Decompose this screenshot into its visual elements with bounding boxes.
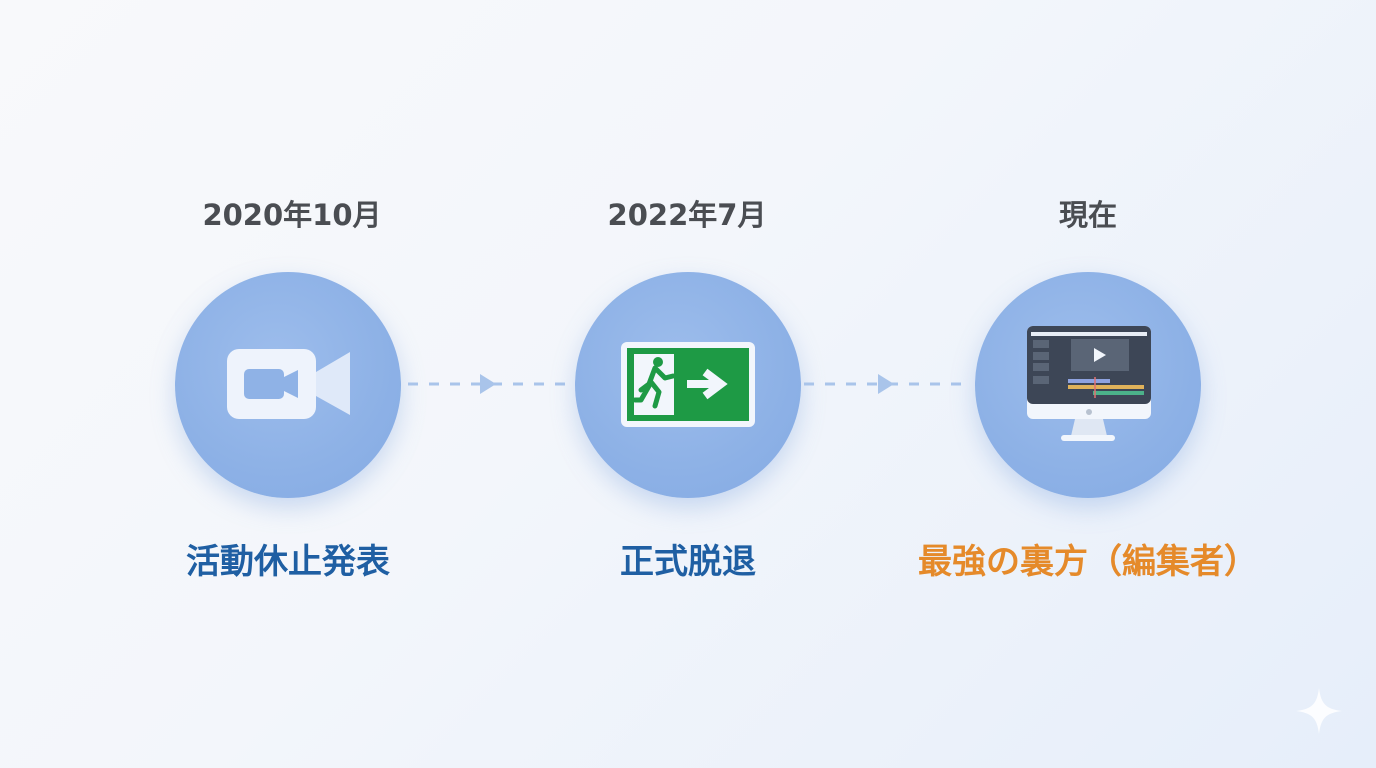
video-editing-monitor-icon [1027,326,1151,441]
video-camera-icon [227,349,350,419]
step-3-date: 現在 [1058,198,1117,232]
sparkle-icon [1296,688,1342,734]
dashed-arrow-connector-2 [804,374,972,394]
step-2-label: 正式脱退 [620,542,756,582]
arrow-right-icon [480,374,496,394]
step-1-date: 2020年10月 [202,198,382,232]
step-1-circle [175,272,401,498]
step-1-label: 活動休止発表 [186,542,390,582]
dashed-arrow-connector-1 [408,374,572,394]
step-2-circle [575,272,801,498]
arrow-right-icon [878,374,894,394]
emergency-exit-icon [621,342,755,427]
step-3-label: 最強の裏方（編集者） [918,542,1258,582]
step-3-circle [975,272,1201,498]
step-2-date: 2022年7月 [607,198,767,232]
